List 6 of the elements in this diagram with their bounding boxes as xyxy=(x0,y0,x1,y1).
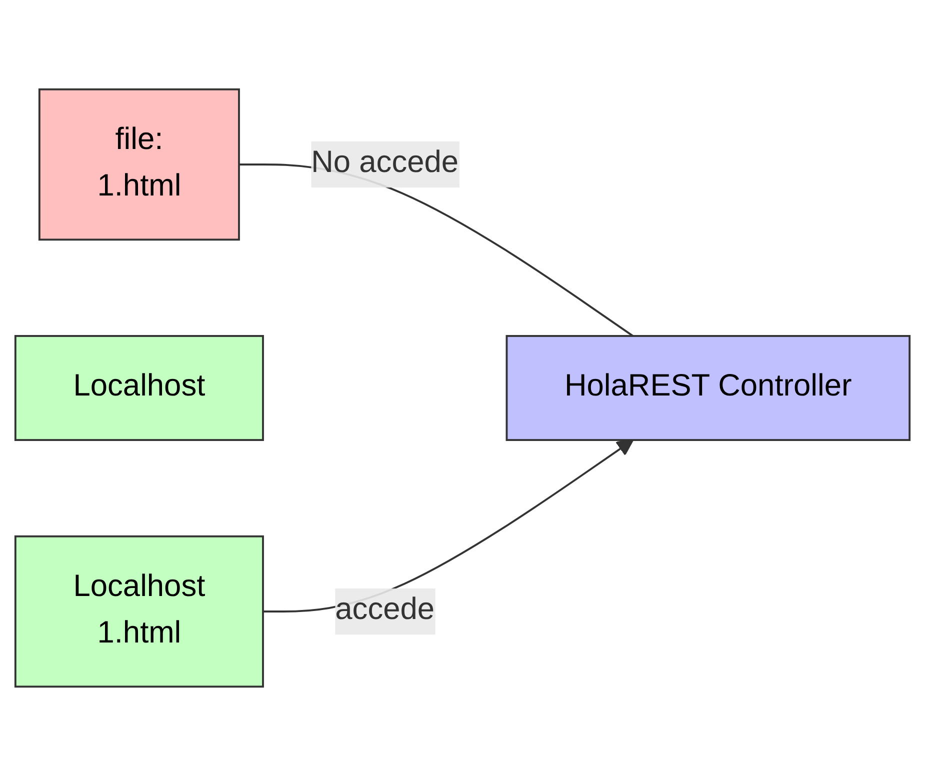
node-box: Localhost 1.html xyxy=(14,535,264,688)
edge-label: accede xyxy=(335,594,435,627)
edge-label: No accede xyxy=(311,147,459,180)
node-box: Localhost xyxy=(14,335,264,441)
node-box: HolaREST Controller xyxy=(506,335,911,441)
node-box: file: 1.html xyxy=(38,88,240,241)
